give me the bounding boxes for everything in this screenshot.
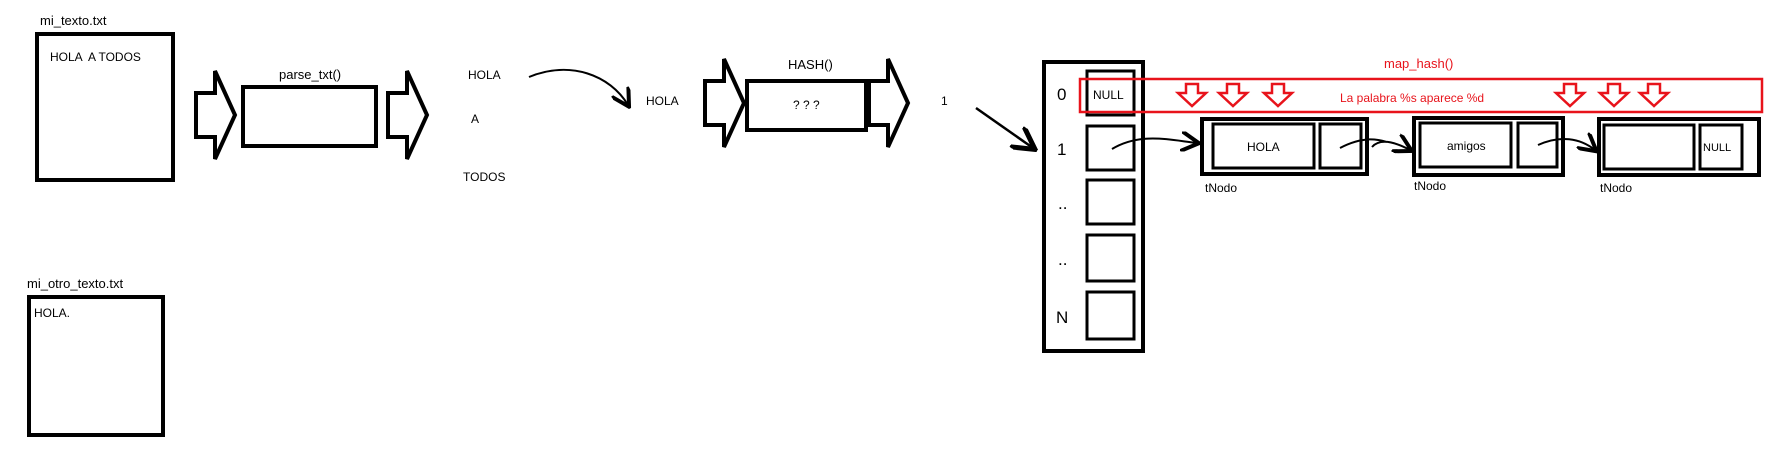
pointer-arrow-icon: [1537, 139, 1595, 150]
token-2: A: [471, 112, 479, 126]
table-index-1: 1: [1057, 140, 1066, 159]
hash-fn-label: HASH(): [788, 57, 833, 72]
node-3-next-box: [1698, 123, 1744, 171]
node-1-value: HOLA: [1247, 140, 1280, 154]
token-1: HOLA: [468, 68, 501, 82]
file2-content: HOLA.: [34, 306, 70, 320]
node-1-type: tNodo: [1205, 181, 1237, 195]
red-down-arrow-icon: [1636, 82, 1672, 108]
hash-output: 1: [941, 94, 948, 108]
map-hash-label: map_hash(): [1384, 56, 1453, 71]
node-1-value-box: [1211, 122, 1316, 170]
hash-fn-box: [745, 79, 868, 132]
node-3-type: tNodo: [1600, 181, 1632, 195]
file1-name: mi_texto.txt: [40, 13, 107, 28]
token-3: TODOS: [463, 170, 505, 184]
curved-arrow-icon: [528, 68, 628, 105]
file2-name: mi_otro_texto.txt: [27, 276, 123, 291]
slot0-null: NULL: [1093, 88, 1124, 102]
parser-box: [241, 85, 378, 148]
node-2-type: tNodo: [1414, 179, 1446, 193]
block-arrow-right-icon: [194, 70, 238, 160]
red-down-arrow-icon: [1552, 82, 1588, 108]
pointer-arrow-icon: [1111, 138, 1197, 149]
red-down-arrow-icon: [1174, 82, 1210, 108]
map-hash-message: La palabra %s aparece %d: [1340, 91, 1484, 105]
table-slot: [1085, 233, 1136, 283]
node-2-next-box: [1516, 121, 1559, 169]
node-2-value: amigos: [1447, 139, 1486, 153]
block-arrow-right-icon: [867, 58, 911, 148]
table-index-3: ..: [1058, 250, 1067, 269]
red-down-arrow-icon: [1596, 82, 1632, 108]
block-arrow-right-icon: [386, 70, 430, 160]
file1-box: [35, 32, 175, 182]
hash-input: HOLA: [646, 94, 679, 108]
red-down-arrow-icon: [1215, 82, 1251, 108]
block-arrow-right-icon: [703, 58, 747, 148]
parser-label: parse_txt(): [279, 67, 341, 82]
table-slot: [1085, 290, 1136, 341]
map-hash-box: [1078, 77, 1764, 114]
red-down-arrow-icon: [1260, 82, 1296, 108]
node-2-value-box: [1418, 121, 1513, 169]
table-index-0: 0: [1057, 85, 1066, 104]
file1-content: HOLA A TODOS: [50, 50, 141, 64]
node-3-next-null: NULL: [1703, 142, 1731, 154]
arrow-to-table-icon: [975, 106, 1033, 148]
pointer-arrow-icon: [1339, 139, 1410, 150]
node-3-value-box: [1602, 123, 1696, 171]
table-slot: [1085, 124, 1136, 172]
red-down-arrows: [1174, 82, 1672, 108]
table-slot: [1085, 178, 1136, 226]
hash-fn-body: ? ? ?: [793, 98, 820, 112]
file2-box: [27, 295, 165, 437]
node-1-next-box: [1318, 122, 1363, 170]
table-index-n: N: [1056, 308, 1068, 327]
table-index-2: ..: [1058, 194, 1067, 213]
